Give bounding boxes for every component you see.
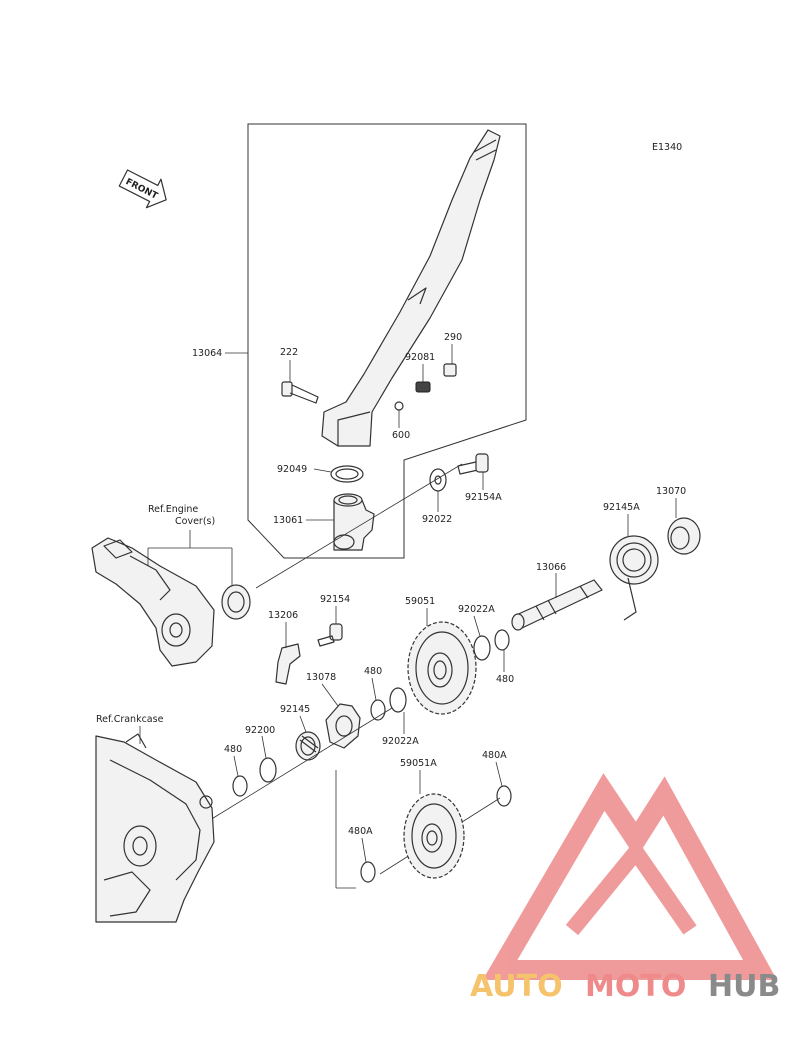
label-480-right: 480: [496, 674, 514, 685]
watermark-logo-icon: [482, 773, 777, 980]
bolt-222: [281, 381, 319, 404]
label-480A-left: 480A: [348, 826, 373, 837]
label-480-mid: 480: [364, 666, 382, 677]
label-92022A-bottom: 92022A: [382, 736, 419, 747]
ref-engine-cover-line1: Ref.Engine: [148, 504, 198, 515]
kick-lever: [321, 129, 501, 447]
label-13070: 13070: [656, 486, 686, 497]
bolt-92154: [317, 623, 343, 647]
watermark-hub: HUB: [708, 969, 780, 1004]
circlip-480A-left: [360, 861, 376, 883]
nut-290: [443, 363, 457, 377]
label-92022A-top: 92022A: [458, 604, 495, 615]
label-600: 600: [392, 430, 410, 441]
label-13064: 13064: [192, 348, 222, 359]
ratchet-13078: [325, 703, 361, 749]
washer-92200: [259, 757, 277, 783]
washer-92022A-top: [473, 635, 491, 661]
label-92145A: 92145A: [603, 502, 640, 513]
diagram-code: E1340: [652, 142, 682, 153]
label-13066: 13066: [536, 562, 566, 573]
crankcase-ref: [95, 733, 215, 923]
label-59051A: 59051A: [400, 758, 437, 769]
label-13206: 13206: [268, 610, 298, 621]
watermark-moto: MOTO: [585, 969, 686, 1004]
oring-92049: [330, 465, 364, 483]
spring-92145A: [609, 535, 659, 621]
guide-13070: [667, 517, 701, 555]
ref-crankcase: Ref.Crankcase: [96, 714, 164, 725]
label-480-left: 480: [224, 744, 242, 755]
label-59051: 59051: [405, 596, 435, 607]
circlip-480-mid: [370, 699, 386, 721]
label-92200: 92200: [245, 725, 275, 736]
label-92145: 92145: [280, 704, 310, 715]
spring-92145: [295, 731, 321, 761]
front-arrow-icon: FRONT: [118, 169, 167, 209]
engine-cover-bracket: [147, 530, 233, 590]
kick-lever-frame: [225, 123, 527, 559]
gear-59051: [407, 621, 477, 715]
label-480A-right: 480A: [482, 750, 507, 761]
circlip-480-right: [494, 629, 510, 651]
watermark-text: AUTO MOTO HUB: [470, 969, 780, 1004]
washer-92022A-bottom: [389, 687, 407, 713]
ball-600: [394, 401, 404, 411]
shaft-boss-13061: [333, 493, 375, 551]
watermark-auto: AUTO: [470, 969, 563, 1004]
label-92154A: 92154A: [465, 492, 502, 503]
label-13078: 13078: [306, 672, 336, 683]
washer-92022: [429, 468, 447, 492]
gear-59051A: [403, 793, 465, 879]
label-92049: 92049: [277, 464, 307, 475]
label-222: 222: [280, 347, 298, 358]
circlip-480-left: [232, 775, 248, 797]
oil-seal: [221, 584, 251, 620]
label-92022: 92022: [422, 514, 452, 525]
label-92081: 92081: [405, 352, 435, 363]
bolt-92154A: [457, 453, 489, 475]
kick-shaft-13066: [511, 579, 603, 631]
label-290: 290: [444, 332, 462, 343]
spring-92081: [415, 381, 431, 393]
label-13061: 13061: [273, 515, 303, 526]
label-92154: 92154: [320, 594, 350, 605]
front-label: FRONT: [124, 177, 160, 202]
stopper-13206: [275, 643, 301, 685]
ref-engine-cover-line2: Cover(s): [175, 516, 215, 527]
circlip-480A-right: [496, 785, 512, 807]
engine-cover-ref: [91, 537, 215, 667]
